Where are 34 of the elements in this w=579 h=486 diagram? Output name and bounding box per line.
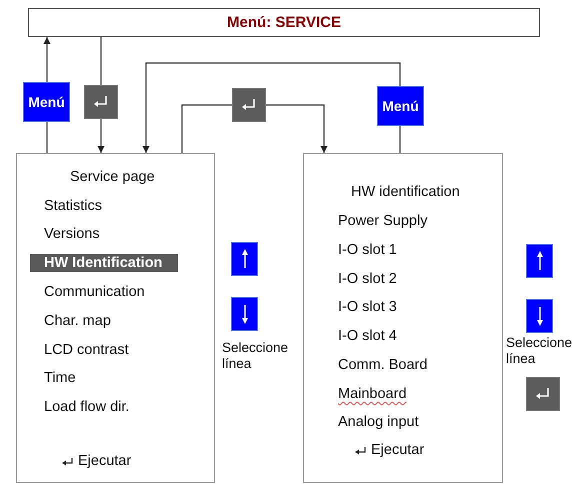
menu-item: Time <box>44 370 76 386</box>
menu-item: Char. map <box>44 313 111 329</box>
menu-item: I-O slot 2 <box>338 271 397 287</box>
menu-item: I-O slot 1 <box>338 242 397 258</box>
menu-item: Analog input <box>338 414 419 430</box>
enter-key <box>84 85 118 119</box>
connector-arrow <box>98 119 104 153</box>
hint-text: Ejecutar <box>78 453 132 469</box>
instruction-note: Seleccione línea <box>506 335 574 367</box>
screen-heading: HW identification <box>351 184 460 200</box>
selected-menu-item: HW Identification <box>30 254 178 272</box>
menu-header-box <box>28 8 540 37</box>
connector-arrow <box>266 104 328 153</box>
connector-arrow <box>142 62 401 153</box>
hint-text: Ejecutar <box>371 442 424 458</box>
menu-item: I-O slot 4 <box>338 328 397 344</box>
connector-arrow <box>44 37 50 82</box>
menu-item: Comm. Board <box>338 357 428 373</box>
menu-title: Menú: SERVICE <box>227 14 341 31</box>
screen-panel <box>303 153 503 483</box>
menu-item: Communication <box>44 284 145 300</box>
instruction-note: Seleccione línea <box>222 340 290 372</box>
menu-item: LCD contrast <box>44 342 129 358</box>
menu-key: Menú <box>377 86 424 126</box>
menu-item: Load flow dir. <box>44 399 130 415</box>
menu-item: Versions <box>44 226 100 242</box>
screen-panel <box>16 153 215 483</box>
screen-heading: Service page <box>70 169 155 185</box>
menu-item: Mainboard <box>338 386 407 402</box>
menu-item: Statistics <box>44 198 102 214</box>
menu-item: I-O slot 3 <box>338 299 397 315</box>
menu-key: Menú <box>23 82 70 122</box>
enter-key <box>232 88 266 122</box>
menu-item: Power Supply <box>338 213 428 229</box>
